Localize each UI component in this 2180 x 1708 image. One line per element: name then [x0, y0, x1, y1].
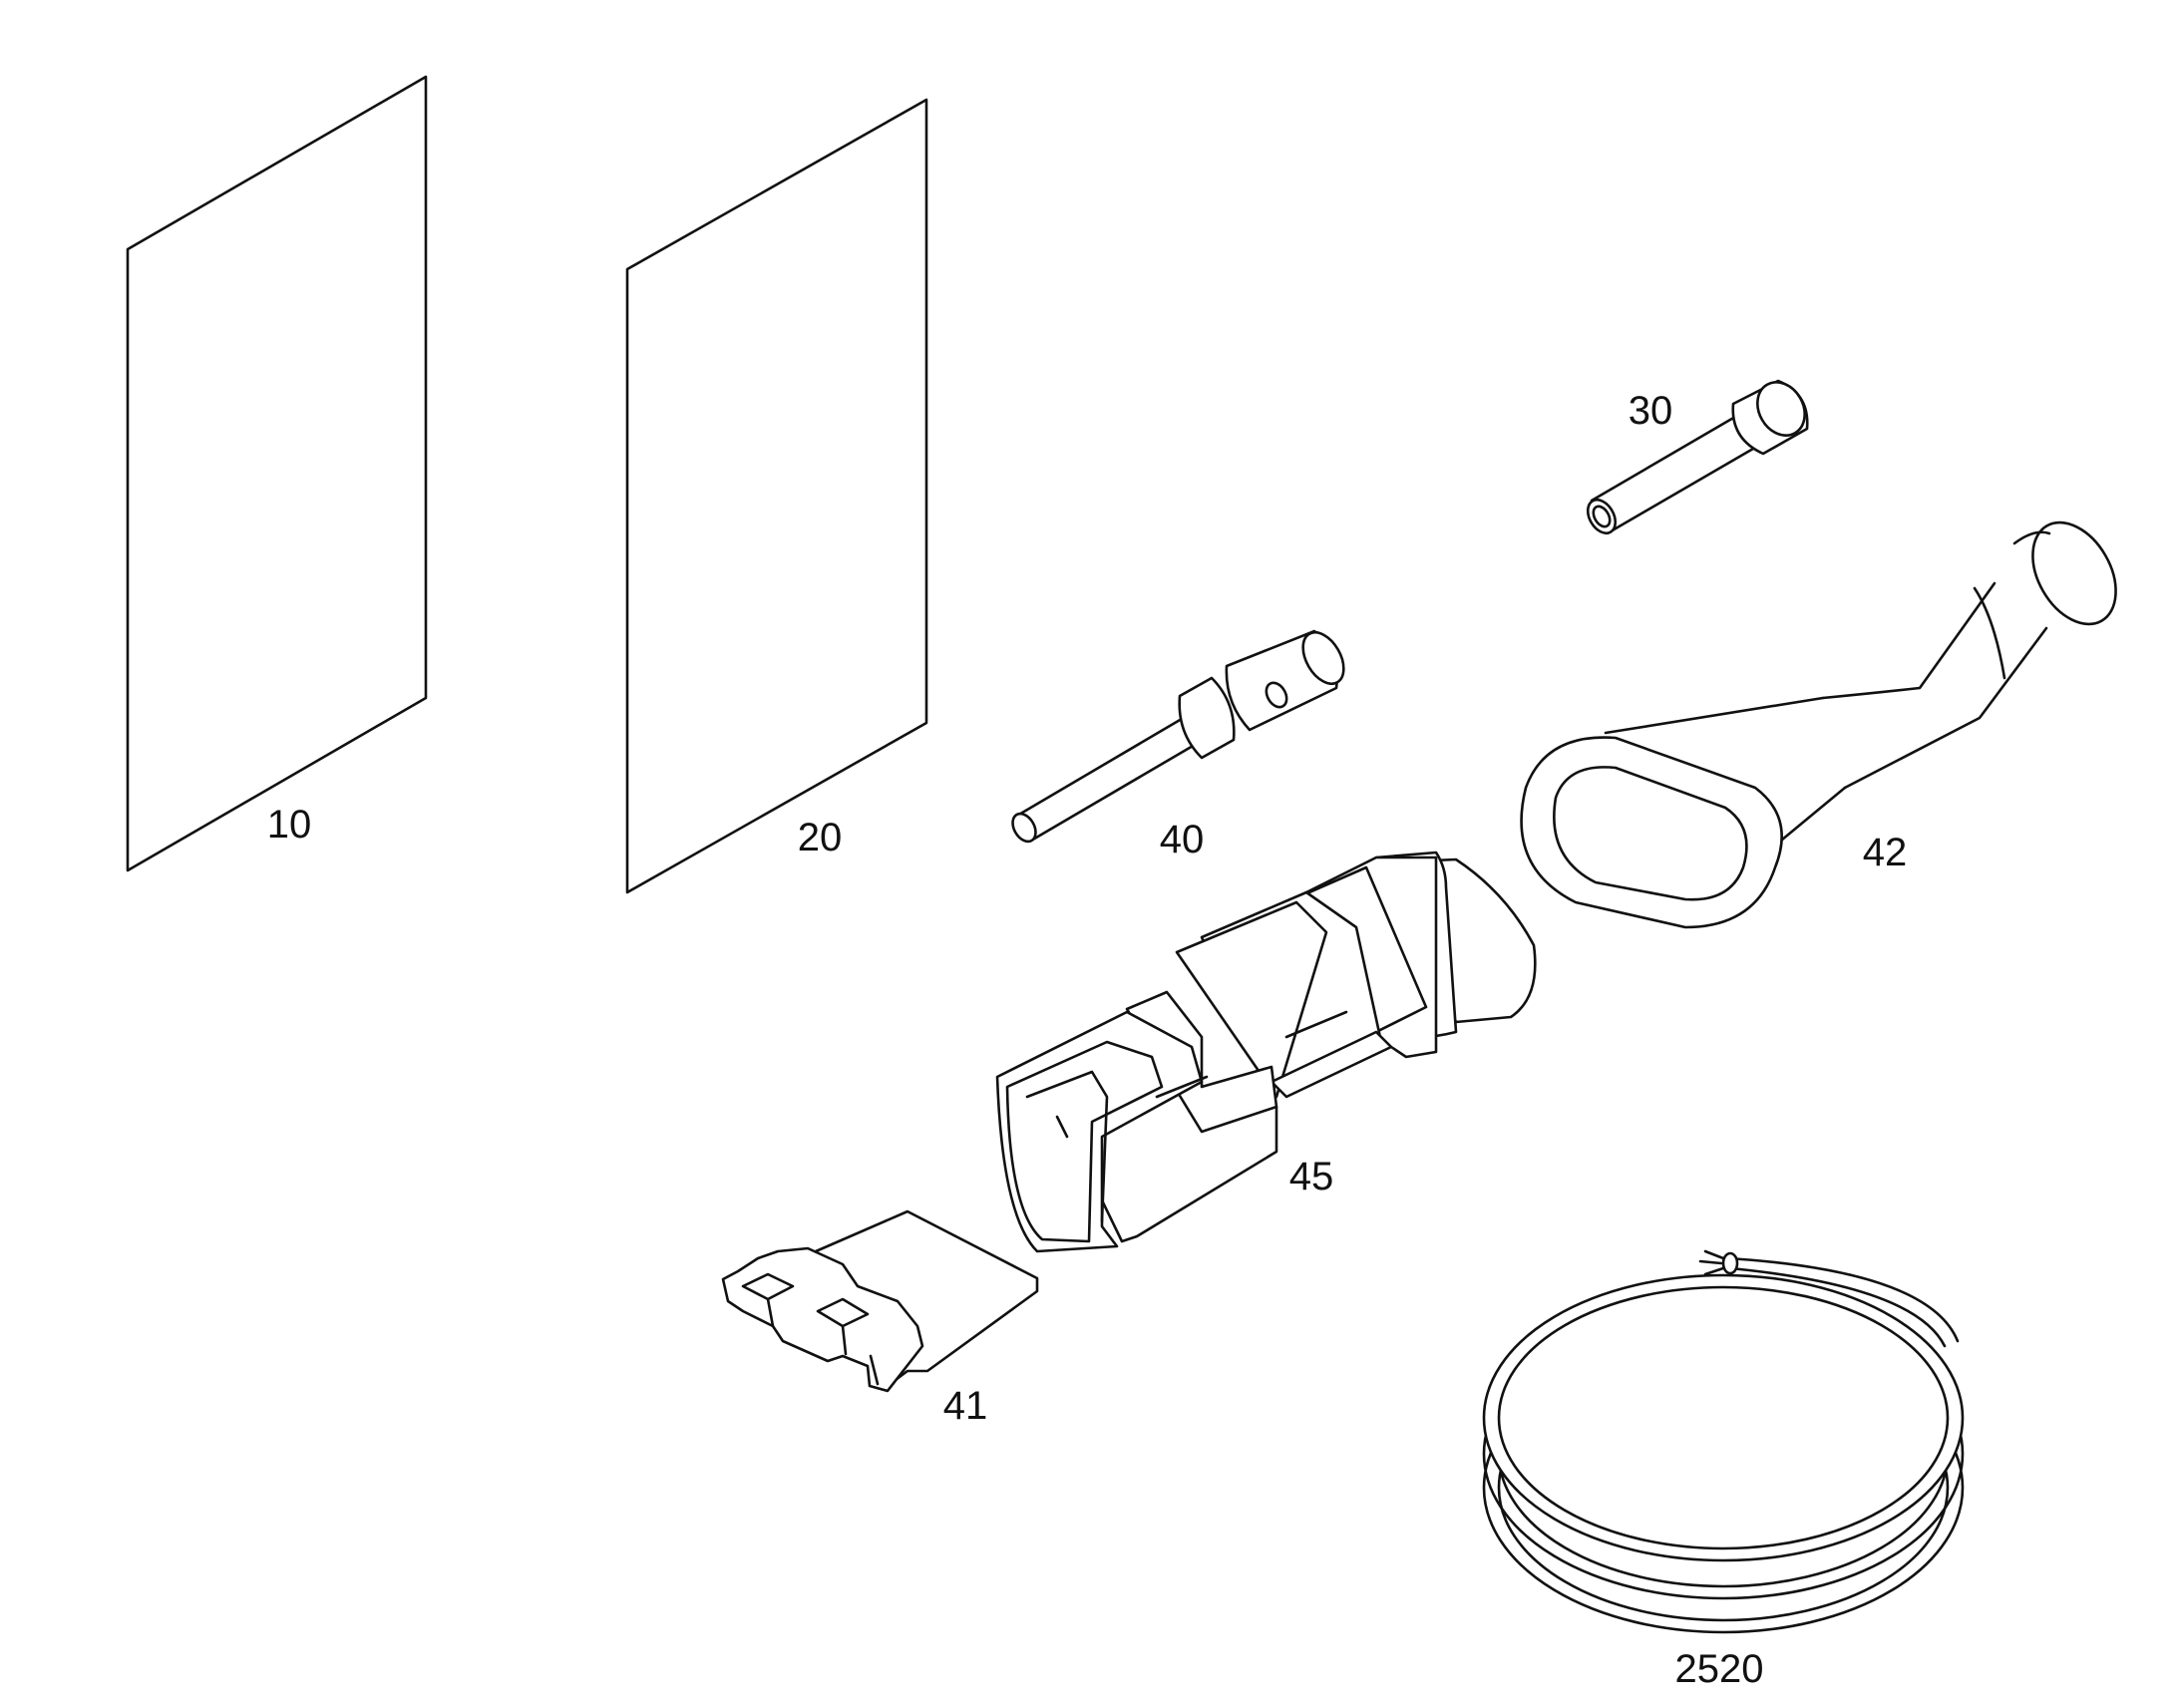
part-41-wedgelock — [721, 1209, 1039, 1393]
callout-30: 30 — [1629, 389, 1673, 433]
callout-20: 20 — [798, 816, 843, 859]
callout-42: 42 — [1863, 831, 1908, 874]
part-40-contact — [1011, 629, 1345, 844]
callout-40: 40 — [1160, 818, 1205, 861]
callout-41: 41 — [943, 1384, 988, 1428]
part-2520-coiled-wire — [1482, 1249, 1965, 1634]
part-20-sheet — [625, 98, 928, 894]
part-10-sheet — [126, 75, 428, 872]
part-30-pin — [1586, 379, 1809, 535]
part-45-receptacle — [995, 851, 1537, 1253]
callout-2520: 2520 — [1675, 1647, 1764, 1691]
part-42-boot — [1520, 520, 2117, 929]
callout-10: 10 — [267, 803, 312, 847]
callout-45: 45 — [1289, 1155, 1334, 1198]
